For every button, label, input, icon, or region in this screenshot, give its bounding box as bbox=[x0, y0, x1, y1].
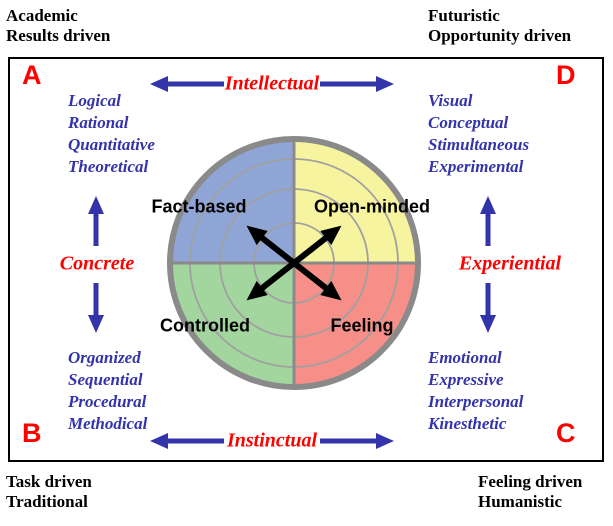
trait-item: Logical bbox=[68, 91, 121, 110]
axis-label-instinctual: Instinctual bbox=[226, 429, 318, 452]
outer-label-bottom-right: Feeling driven Humanistic bbox=[478, 472, 582, 512]
trait-item: Sequential bbox=[68, 370, 143, 389]
outer-label-line: Feeling driven bbox=[478, 472, 583, 491]
outer-label-line: Academic bbox=[6, 6, 78, 25]
trait-item: Interpersonal bbox=[428, 392, 524, 411]
trait-item: Stimultaneous bbox=[428, 135, 530, 154]
outer-label-line: Traditional bbox=[6, 492, 88, 512]
trait-list-c: Emotional Expressive Interpersonal Kines… bbox=[428, 347, 523, 435]
circle-border bbox=[167, 136, 421, 390]
outer-label-line: Futuristic bbox=[428, 6, 500, 25]
trait-list-b: Organized Sequential Procedural Methodic… bbox=[68, 347, 147, 435]
trait-item: Visual bbox=[428, 91, 473, 110]
trait-item: Quantitative bbox=[68, 135, 155, 154]
axis-label-concrete: Concrete bbox=[59, 252, 135, 275]
trait-item: Conceptual bbox=[428, 113, 509, 132]
outer-label-line: Opportunity driven bbox=[428, 26, 572, 46]
center-cross-arrow-lower-left bbox=[246, 260, 296, 301]
center-cross-arrow-upper-right bbox=[292, 225, 342, 266]
trait-item: Methodical bbox=[68, 414, 148, 433]
center-cross-arrow-upper-left bbox=[246, 225, 296, 266]
quadrant-label-feeling: Feeling bbox=[330, 315, 394, 336]
quadrant-label-fact-based: Fact-based bbox=[151, 196, 247, 217]
trait-item: Procedural bbox=[68, 392, 147, 411]
trait-item: Experimental bbox=[428, 157, 524, 176]
trait-list-a: Logical Rational Quantitative Theoretica… bbox=[68, 90, 155, 178]
corner-letter-b: B bbox=[22, 418, 42, 448]
center-cross-arrow-lower-right bbox=[292, 260, 342, 301]
corner-letter-a: A bbox=[22, 60, 42, 90]
trait-item: Expressive bbox=[428, 370, 504, 389]
trait-item: Rational bbox=[68, 113, 129, 132]
outer-label-top-left: Academic Results driven bbox=[6, 6, 110, 46]
axis-label-experiential: Experiential bbox=[458, 252, 562, 275]
trait-list-d: Visual Conceptual Stimultaneous Experime… bbox=[428, 90, 529, 178]
outer-label-line: Task driven bbox=[6, 472, 92, 491]
outer-label-top-right: Futuristic Opportunity driven bbox=[428, 6, 571, 46]
trait-item: Emotional bbox=[428, 348, 502, 367]
quadrant-label-open-minded: Open-minded bbox=[314, 196, 430, 217]
quadrant-label-controlled: Controlled bbox=[160, 315, 250, 336]
outer-label-line: Humanistic bbox=[478, 492, 563, 512]
trait-item: Kinesthetic bbox=[428, 414, 507, 433]
trait-item: Theoretical bbox=[68, 157, 149, 176]
trait-item: Organized bbox=[68, 348, 141, 367]
corner-letter-d: D bbox=[556, 60, 576, 90]
outer-label-bottom-left: Task driven Traditional bbox=[6, 472, 92, 512]
outer-label-line: Results driven bbox=[6, 26, 111, 46]
corner-letter-c: C bbox=[556, 418, 576, 448]
axis-label-intellectual: Intellectual bbox=[224, 72, 320, 95]
